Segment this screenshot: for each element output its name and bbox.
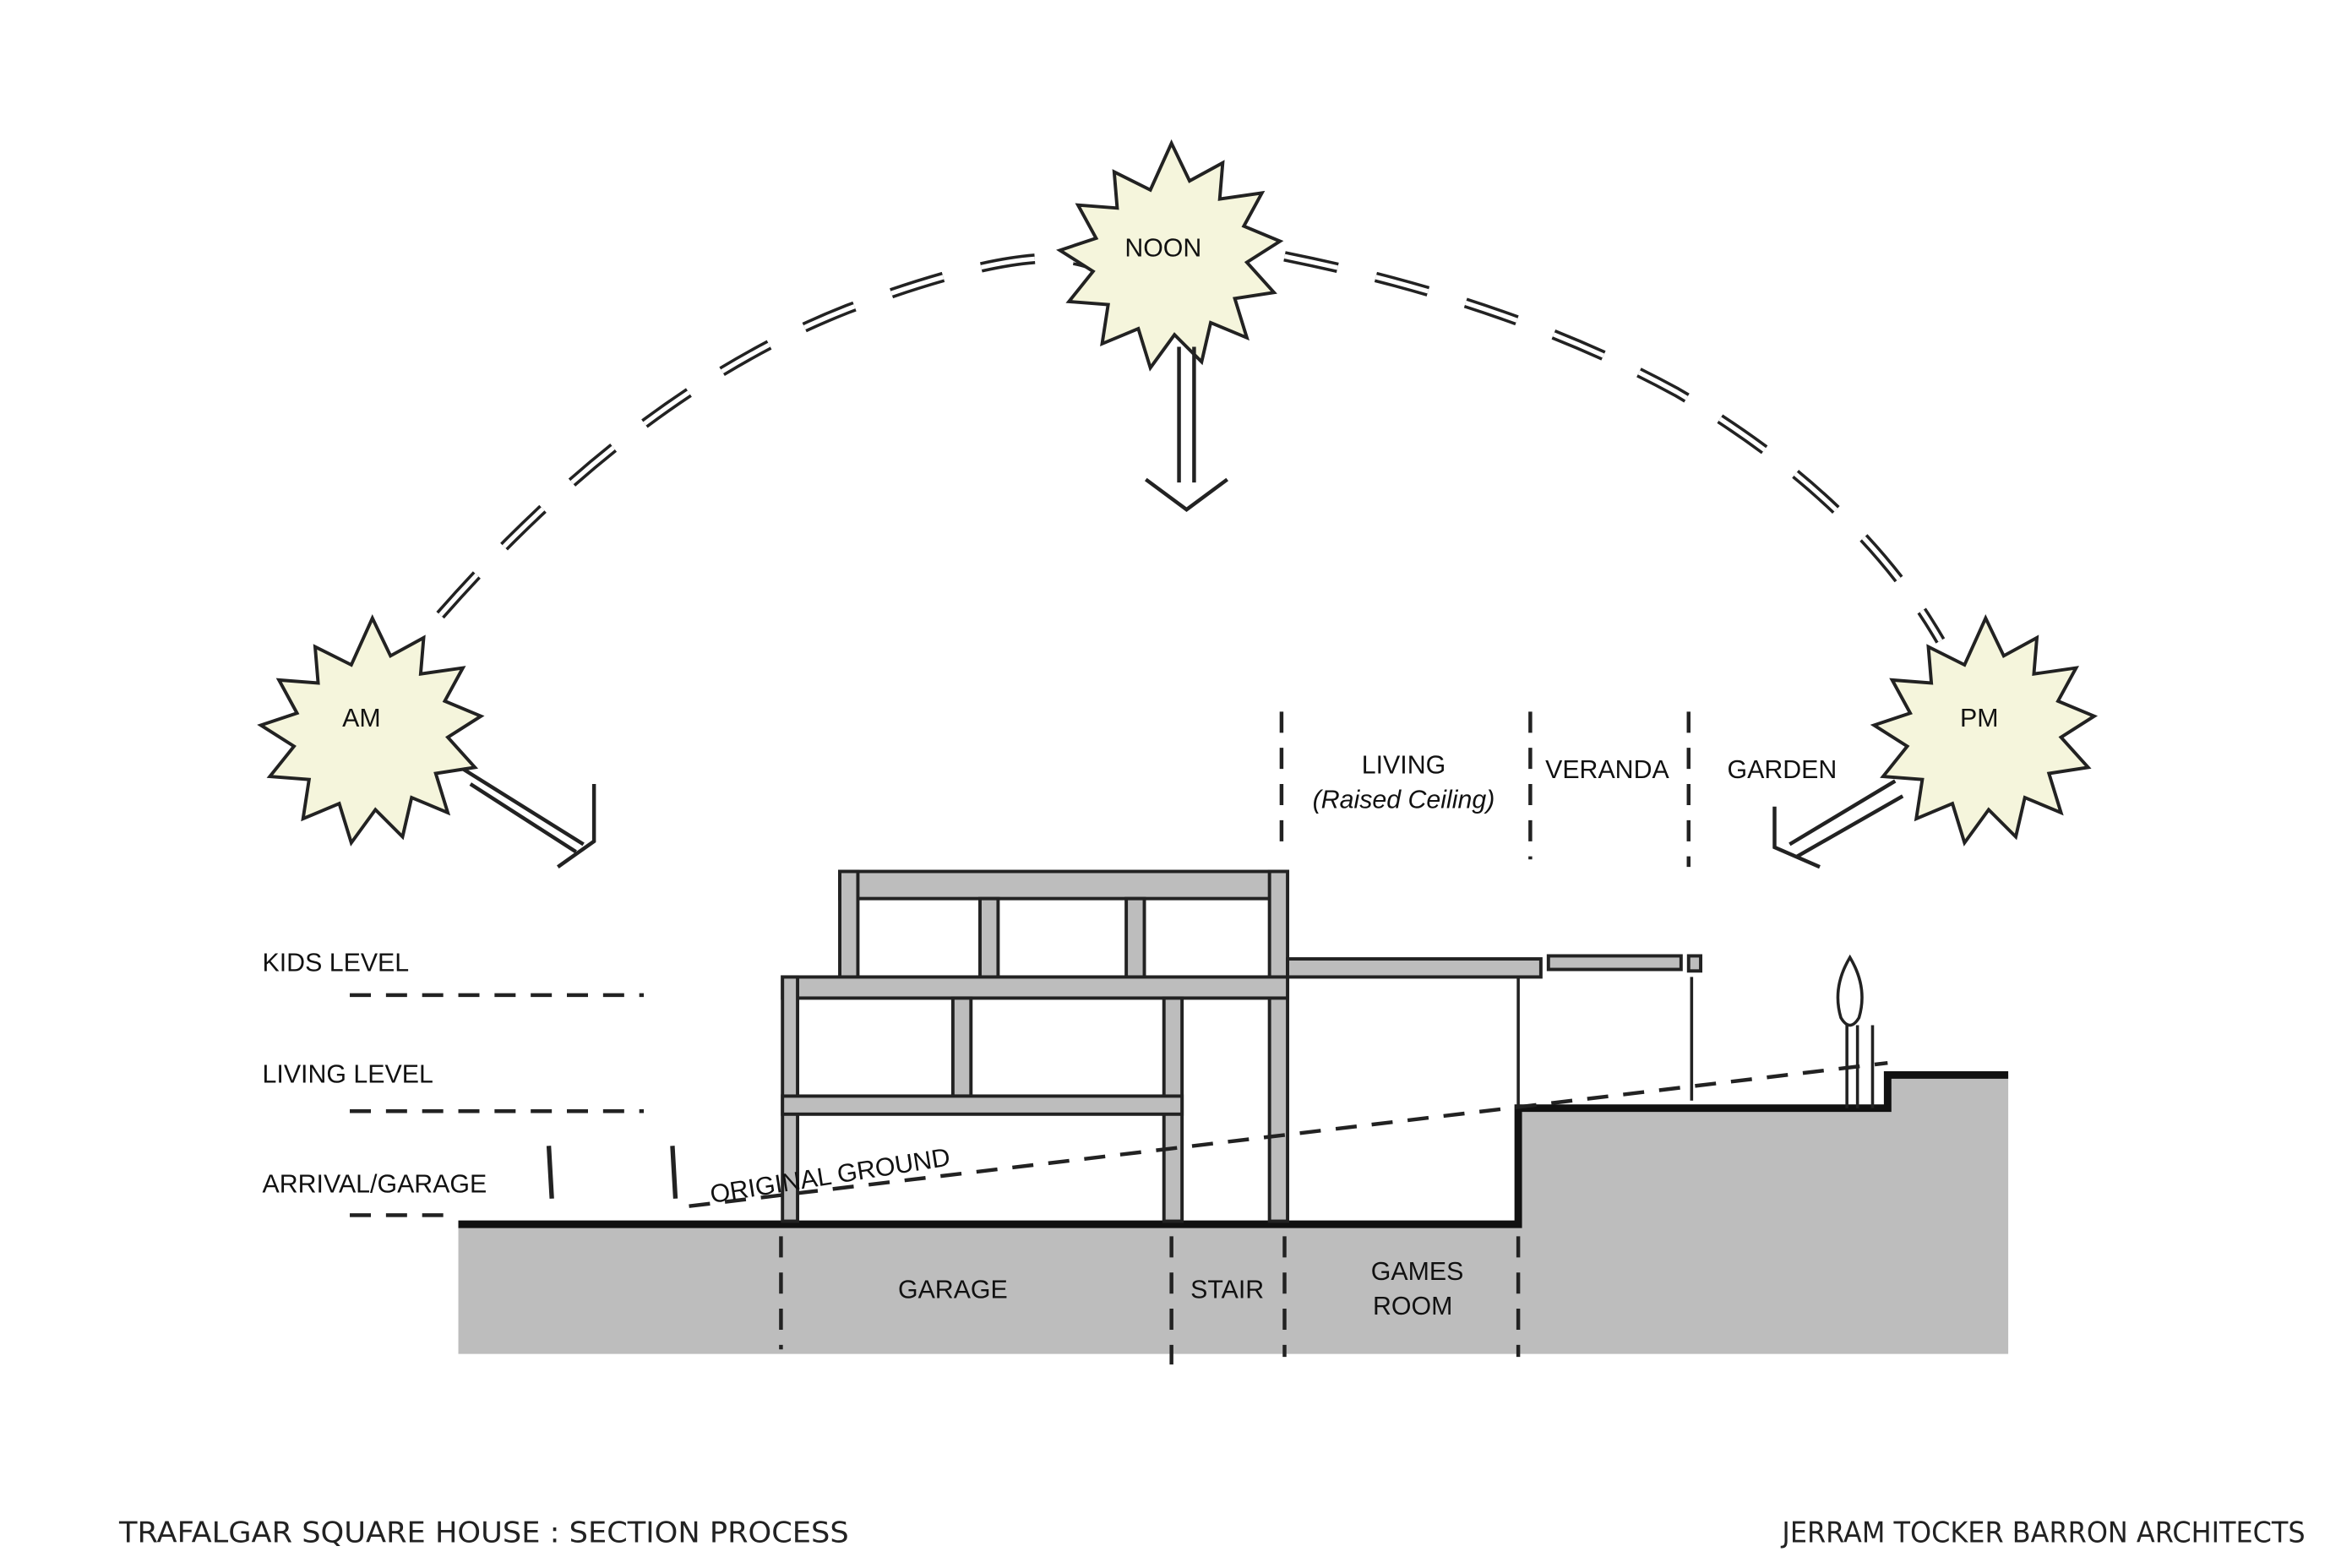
arrow-noon-icon	[1144, 346, 1229, 512]
drawing-title: TRAFALGAR SQUARE HOUSE : SECTION PROCESS	[118, 1516, 849, 1549]
arrow-pm-icon	[1772, 779, 1904, 869]
tree-icon	[1836, 954, 1875, 1108]
architect-credit: JERRAM TOCKER BARRON ARCHITECTS	[1781, 1516, 2306, 1549]
sun-am: AM	[257, 614, 485, 847]
zone-living-note: (Raised Ceiling)	[1313, 787, 1495, 814]
sun-label-noon: NOON	[1124, 234, 1201, 262]
sun-pm: PM	[1870, 614, 2099, 847]
arrow-am-icon	[461, 767, 596, 868]
sun-icon	[1870, 614, 2099, 847]
zone-living: LIVING	[1362, 752, 1446, 780]
zone-veranda: VERANDA	[1545, 756, 1669, 784]
sun-ray-arrows	[461, 346, 1904, 869]
sun-icon	[1056, 139, 1284, 372]
level-labels: KIDS LEVEL LIVING LEVEL ARRIVAL/GARAGE	[263, 949, 678, 1217]
zone-stair: STAIR	[1190, 1277, 1264, 1304]
lower-zones: GARAGE STAIR GAMES ROOM	[779, 1236, 1521, 1365]
level-label-kids: KIDS LEVEL	[263, 949, 410, 977]
original-ground-line	[689, 1060, 1888, 1208]
ground-section	[458, 1070, 2009, 1354]
zone-garage: GARAGE	[898, 1277, 1008, 1304]
level-label-arrival: ARRIVAL/GARAGE	[263, 1171, 487, 1199]
zone-games-room: ROOM	[1373, 1293, 1452, 1320]
level-label-living: LIVING LEVEL	[263, 1060, 433, 1088]
sun-noon: NOON	[1056, 139, 1284, 372]
upper-zones: LIVING (Raised Ceiling) VERANDA GARDEN	[1279, 711, 1838, 868]
zone-games: GAMES	[1371, 1258, 1464, 1286]
zone-garden: GARDEN	[1728, 756, 1838, 784]
sun-icon	[257, 614, 485, 847]
building-section	[781, 869, 1875, 1223]
original-ground-label: ORIGINAL GROUND	[708, 1144, 952, 1209]
sun-label-pm: PM	[1960, 705, 1999, 732]
sun-label-am: AM	[342, 705, 381, 732]
sun-path-arc	[436, 251, 1946, 644]
